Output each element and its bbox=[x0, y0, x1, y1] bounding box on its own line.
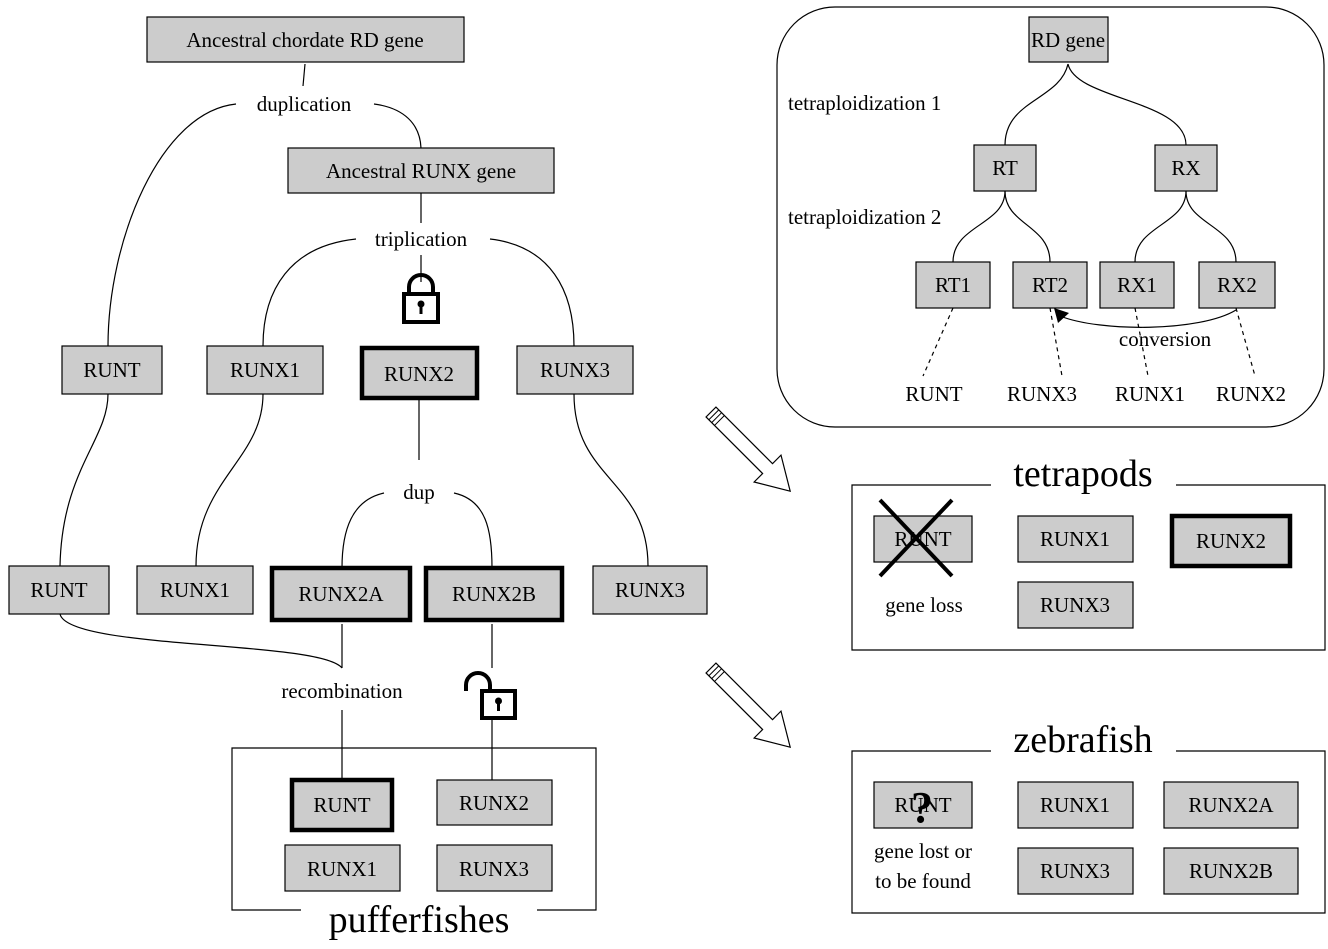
puffer-runx2-node: RUNX2 bbox=[436, 779, 553, 826]
duplication-label: duplication bbox=[257, 92, 352, 116]
zebrafish-runx2a-label: RUNX2A bbox=[1188, 793, 1274, 817]
zebrafish-runx2b-label: RUNX2B bbox=[1189, 859, 1273, 883]
tetrapods-runx2-node: RUNX2 bbox=[1169, 513, 1293, 569]
padlock-closed-icon bbox=[402, 273, 440, 324]
inset-rt2-label: RT2 bbox=[1032, 273, 1068, 297]
runx2a-node: RUNX2A bbox=[269, 565, 413, 623]
inset-rt1-node: RT1 bbox=[915, 261, 991, 309]
tetrapods-title: tetrapods bbox=[1013, 453, 1152, 495]
ancestral-runx-gene-node: Ancestral RUNX gene bbox=[287, 147, 555, 194]
pufferfishes-panel: pufferfishes RUNT RUNX2 RUNX1 RUNX3 bbox=[231, 747, 597, 941]
puffer-runx2-label: RUNX2 bbox=[459, 791, 529, 815]
question-mark-icon: ? bbox=[911, 783, 933, 832]
tetrapods-runx3-label: RUNX3 bbox=[1040, 593, 1110, 617]
inset-rx-node: RX bbox=[1154, 144, 1218, 192]
zebrafish-title: zebrafish bbox=[1013, 719, 1152, 761]
inset-rd-gene-node: RD gene bbox=[1028, 16, 1109, 63]
puffer-runt-node: RUNT bbox=[289, 777, 395, 833]
zebrafish-runx2b-node: RUNX2B bbox=[1163, 847, 1299, 895]
ancestral-rd-gene-label: Ancestral chordate RD gene bbox=[186, 28, 423, 52]
runx3-lower-node: RUNX3 bbox=[592, 565, 708, 615]
runx2b-node: RUNX2B bbox=[423, 565, 565, 623]
runx1-upper-node: RUNX1 bbox=[206, 345, 324, 395]
x-cross-icon bbox=[878, 498, 954, 578]
ancestral-rd-gene-node: Ancestral chordate RD gene bbox=[146, 16, 465, 63]
runx2-upper-node: RUNX2 bbox=[359, 345, 480, 401]
left-tree-lines bbox=[59, 63, 649, 780]
inset-rt1-label: RT1 bbox=[935, 273, 971, 297]
runx1-upper-label: RUNX1 bbox=[230, 358, 300, 382]
zebrafish-runx2a-node: RUNX2A bbox=[1163, 781, 1299, 829]
inset-out-runx3: RUNX3 bbox=[1007, 382, 1077, 406]
zebrafish-runt-node: RUNT bbox=[873, 781, 973, 829]
runx3-lower-label: RUNX3 bbox=[615, 578, 685, 602]
tetrapods-runx1-node: RUNX1 bbox=[1017, 515, 1134, 563]
runx2b-label: RUNX2B bbox=[452, 582, 536, 606]
zebrafish-note-line1: gene lost or bbox=[874, 839, 972, 863]
inset-out-runt: RUNT bbox=[905, 382, 962, 406]
zebrafish-runx3-label: RUNX3 bbox=[1040, 859, 1110, 883]
runt-upper-label: RUNT bbox=[83, 358, 140, 382]
runx3-upper-node: RUNX3 bbox=[516, 345, 634, 395]
tetrapods-runx3-node: RUNX3 bbox=[1017, 581, 1134, 629]
puffer-runx3-label: RUNX3 bbox=[459, 857, 529, 881]
inset-rx2-label: RX2 bbox=[1217, 273, 1257, 297]
runx1-lower-label: RUNX1 bbox=[160, 578, 230, 602]
tetraploidization-1-label: tetraploidization 1 bbox=[788, 91, 941, 115]
zebrafish-runx1-label: RUNX1 bbox=[1040, 793, 1110, 817]
inset-rt-label: RT bbox=[992, 156, 1018, 180]
runx3-upper-label: RUNX3 bbox=[540, 358, 610, 382]
inset-rt-node: RT bbox=[973, 144, 1037, 192]
inset-out-runx1: RUNX1 bbox=[1115, 382, 1185, 406]
zebrafish-note-line2: to be found bbox=[875, 869, 971, 893]
puffer-runx3-node: RUNX3 bbox=[436, 844, 553, 892]
runt-lower-node: RUNT bbox=[8, 565, 110, 615]
tetraploidization-2-label: tetraploidization 2 bbox=[788, 205, 941, 229]
inset-rx2-node: RX2 bbox=[1198, 261, 1276, 309]
dup-label: dup bbox=[403, 480, 435, 504]
runx2-upper-label: RUNX2 bbox=[384, 362, 454, 386]
tetrapods-panel: tetrapods RUNT gene loss RUNX1 RUNX2 RUN… bbox=[851, 453, 1326, 651]
tetrapods-runx2-label: RUNX2 bbox=[1196, 529, 1266, 553]
runx1-lower-node: RUNX1 bbox=[136, 565, 254, 615]
puffer-runx1-node: RUNX1 bbox=[284, 844, 401, 892]
inset-rx1-node: RX1 bbox=[1099, 261, 1175, 309]
padlock-open-icon bbox=[464, 671, 517, 720]
tetrapods-runt-node: RUNT bbox=[873, 515, 973, 563]
zebrafish-runt-label: RUNT bbox=[894, 793, 951, 817]
hollow-arrow-icon-upper bbox=[705, 406, 792, 493]
zebrafish-runx1-node: RUNX1 bbox=[1017, 781, 1134, 829]
runx2a-label: RUNX2A bbox=[298, 582, 384, 606]
triplication-label: triplication bbox=[375, 227, 468, 251]
puffer-runt-label: RUNT bbox=[313, 793, 370, 817]
puffer-runx1-label: RUNX1 bbox=[307, 857, 377, 881]
tetrapods-runx1-label: RUNX1 bbox=[1040, 527, 1110, 551]
inset-rx-label: RX bbox=[1171, 156, 1200, 180]
gene-loss-label: gene loss bbox=[885, 593, 963, 617]
runt-upper-node: RUNT bbox=[61, 345, 163, 395]
inset-rd-gene-label: RD gene bbox=[1031, 28, 1105, 52]
inset-out-runx2: RUNX2 bbox=[1216, 382, 1286, 406]
recombination-label: recombination bbox=[281, 679, 403, 703]
hollow-arrow-icon-lower bbox=[705, 662, 792, 749]
zebrafish-runx3-node: RUNX3 bbox=[1017, 847, 1134, 895]
pufferfishes-title: pufferfishes bbox=[329, 899, 510, 941]
inset-rt2-node: RT2 bbox=[1012, 261, 1088, 309]
runt-lower-label: RUNT bbox=[30, 578, 87, 602]
ancestral-runx-gene-label: Ancestral RUNX gene bbox=[326, 159, 516, 183]
zebrafish-panel: zebrafish RUNT ? gene lost or to be foun… bbox=[851, 719, 1326, 914]
inset-panel: RD gene tetraploidization 1 RT RX tetrap… bbox=[776, 6, 1325, 428]
conversion-label: conversion bbox=[1119, 327, 1212, 351]
inset-rx1-label: RX1 bbox=[1117, 273, 1157, 297]
